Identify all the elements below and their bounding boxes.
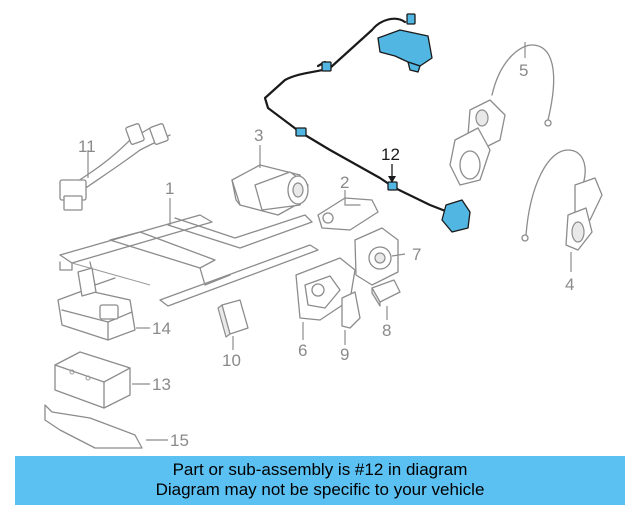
callout-15: 15 [170,431,189,450]
callout-9: 9 [340,345,349,364]
callout-11: 11 [78,137,96,156]
part-15-plate [44,404,143,449]
part-10-switch [217,299,249,338]
parts-diagram: 11 1 3 2 12 5 4 7 8 9 6 10 14 13 15 [44,13,603,450]
part-9-knob [341,291,361,329]
callout-2: 2 [340,173,349,192]
part-2-bracket [317,197,379,231]
callout-6: 6 [298,341,307,360]
callout-labels: 11 1 3 2 12 5 4 7 8 9 6 10 14 13 15 [78,61,574,450]
part-1-seat-frame [59,214,319,307]
leader-lines [87,42,572,441]
part-5-cable [449,44,555,186]
callout-4: 4 [565,275,574,294]
part-13-module [54,351,131,409]
part-14-housing [57,267,136,341]
part-4-cable [521,149,603,251]
callout-5: 5 [519,61,528,80]
part-11-harness [59,123,171,211]
part-3-motor-bracket [231,164,309,216]
callout-13: 13 [152,375,171,394]
info-banner: Part or sub-assembly is #12 in diagram D… [15,456,625,505]
callout-10: 10 [222,351,241,370]
callout-14: 14 [152,319,171,338]
callout-12: 12 [381,145,400,164]
callout-8: 8 [382,321,391,340]
part-8-button [371,279,401,307]
part-7-control [354,227,399,286]
callout-1: 1 [165,179,174,198]
part-12-harness-highlighted [263,13,471,233]
callout-3: 3 [254,126,263,145]
banner-line-1: Part or sub-assembly is #12 in diagram [172,460,468,479]
banner-line-2: Diagram may not be specific to your vehi… [155,480,485,499]
callout-7: 7 [412,245,421,264]
